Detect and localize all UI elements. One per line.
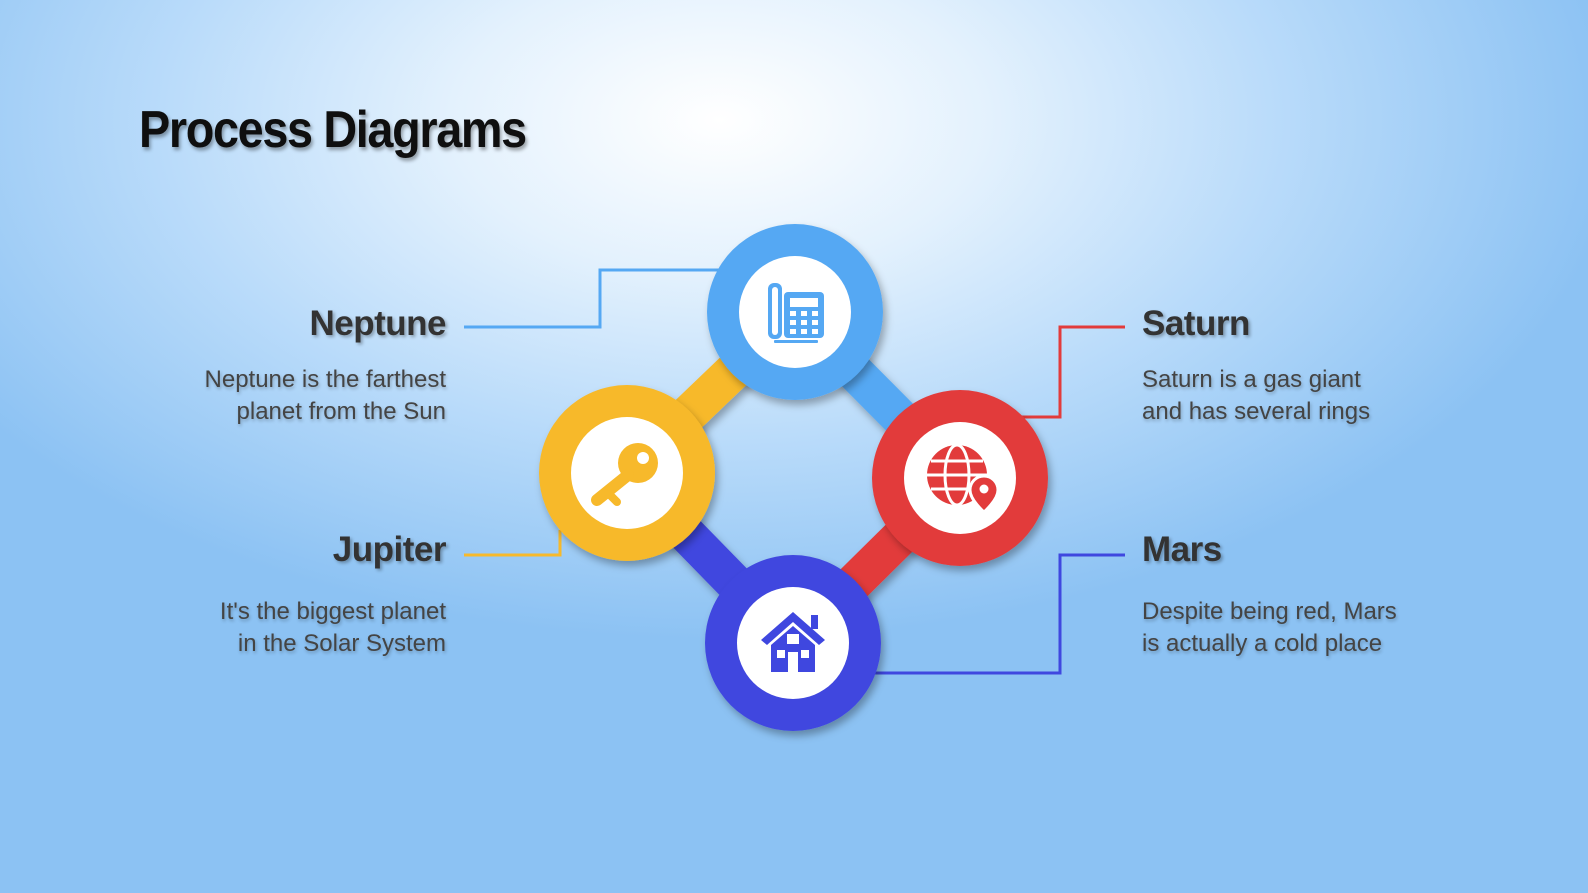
mars-title: Mars <box>1142 530 1222 569</box>
jupiter-description-line2: in the Solar System <box>237 630 446 657</box>
saturn-description-line2: and has several rings <box>1142 398 1371 425</box>
globe-location-icon <box>927 443 1000 514</box>
jupiter-connector-line <box>464 530 562 557</box>
mars-description: Despite being red, Mars is actually a co… <box>1142 596 1397 660</box>
mars-description-line2: is actually a cold place <box>1142 630 1383 657</box>
saturn-description: Saturn is a gas giant and has several ri… <box>1142 364 1370 428</box>
neptune-description-line1: Neptune is the farthest <box>204 366 446 393</box>
saturn-description-line1: Saturn is a gas giant <box>1142 366 1361 393</box>
jupiter-description: It's the biggest planet in the Solar Sys… <box>220 596 446 660</box>
slide-title: Process Diagrams <box>139 101 527 159</box>
neptune-connector-line <box>464 268 720 329</box>
key-icon <box>591 443 658 506</box>
jupiter-title: Jupiter <box>332 530 447 569</box>
phone-icon <box>768 283 824 343</box>
house-icon <box>761 612 825 672</box>
mars-description-line1: Despite being red, Mars <box>1142 598 1397 625</box>
neptune-description: Neptune is the farthest planet from the … <box>205 364 446 428</box>
jupiter-description-line1: It's the biggest planet <box>219 598 446 625</box>
neptune-title: Neptune <box>309 304 447 343</box>
neptune-description-line2: planet from the Sun <box>236 398 446 425</box>
saturn-connector-line <box>1010 325 1125 419</box>
saturn-title: Saturn <box>1142 304 1250 343</box>
mars-connector-line <box>860 553 1125 675</box>
